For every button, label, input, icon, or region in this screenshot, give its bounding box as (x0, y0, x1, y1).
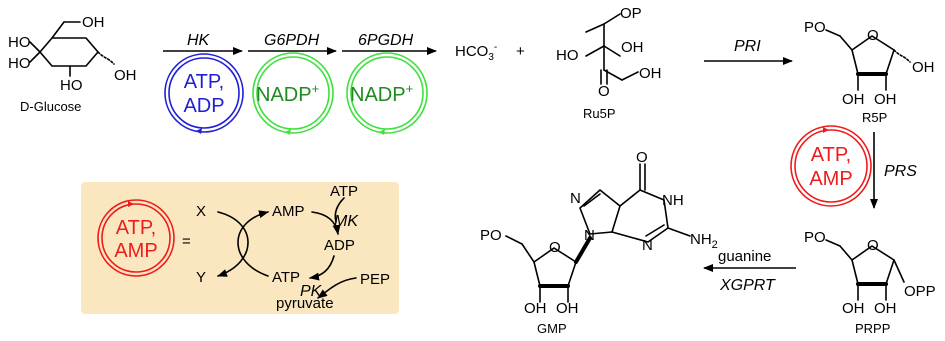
gmp-nh-label: NH (662, 192, 684, 209)
bicarbonate-label: HCO3- (455, 42, 497, 63)
enzyme-hk: HK (187, 32, 211, 49)
prpp-oh-b-label: OH (874, 300, 897, 317)
enzyme-pri: PRI (734, 38, 761, 55)
enzyme-xgprt: XGPRT (719, 277, 776, 294)
enzyme-6pgdh: 6PGDH (358, 32, 414, 49)
prpp-opp-label: OPP (904, 283, 936, 300)
gmp-po-label: PO (480, 227, 502, 244)
gmp-ring-o-label: O (549, 239, 561, 256)
cofactor-atp-label: ATP, (184, 71, 224, 93)
enzyme-prs: PRS (884, 163, 917, 180)
glucose-structure: OH HO HO HO OH D-Glucose (8, 14, 137, 114)
legend-amp-node: AMP (272, 203, 305, 220)
glucose-name: D-Glucose (20, 99, 81, 114)
legend-adp-node: ADP (324, 237, 355, 254)
ru5p-ho-label: HO (556, 47, 579, 64)
prpp-po-label: PO (804, 229, 826, 246)
gmp-n9-label: N (584, 227, 595, 244)
cofactor-nadp-2-label: NADP+ (350, 81, 413, 106)
cofactor-nadp-1-label: NADP+ (256, 81, 319, 106)
ru5p-oh-right-label: OH (621, 39, 644, 56)
cofactor-amp-prs-label: AMP (809, 168, 852, 190)
gmp-oh-b-label: OH (556, 300, 579, 317)
regeneration-legend: ATP, AMP = X Y AMP ATP ADP ATP MK PK PEP… (81, 182, 399, 314)
legend-amp-label: AMP (114, 240, 157, 262)
glucose-ho-bottom-label: HO (60, 77, 83, 94)
prpp-structure: PO O OPP OH OH PRPP (804, 229, 936, 336)
plus-sign: + (516, 43, 525, 60)
gmp-n3-label: N (642, 237, 653, 254)
r5p-name: R5P (862, 110, 887, 125)
ru5p-structure: OP HO OH O OH Ru5P (556, 5, 662, 121)
gmp-carbonyl-o-label: O (636, 149, 648, 166)
guanine-label: guanine (718, 248, 771, 265)
legend-atp-top-label: ATP (330, 183, 358, 200)
r5p-oh-right-label: OH (912, 59, 935, 76)
enzyme-g6pdh: G6PDH (264, 32, 320, 49)
glucose-oh-top-label: OH (82, 14, 105, 31)
r5p-ring-o-label: O (867, 27, 879, 44)
prpp-oh-a-label: OH (842, 300, 865, 317)
glucose-ho-left-down-label: HO (8, 55, 31, 72)
prpp-ring-o-label: O (867, 237, 879, 254)
nadp-cycle-2-icon (346, 52, 428, 135)
gmp-name: GMP (537, 321, 567, 336)
gmp-n7-label: N (570, 190, 581, 207)
cofactor-atp-prs-label: ATP, (811, 144, 851, 166)
gmp-oh-a-label: OH (524, 300, 547, 317)
ru5p-name: Ru5P (583, 106, 616, 121)
legend-enzyme-mk: MK (334, 213, 359, 230)
ru5p-oh-bottom-label: OH (639, 65, 662, 82)
gmp-structure: PO O OH OH O NH NH2 N N N GMP (480, 149, 718, 336)
glucose-ho-left-up-label: HO (8, 34, 31, 51)
legend-mk-arrow (311, 211, 341, 235)
legend-pk-arrow (309, 255, 335, 281)
r5p-structure: PO O OH OH OH R5P (804, 19, 935, 125)
prpp-name: PRPP (855, 321, 890, 336)
ru5p-keto-o-label: O (598, 83, 610, 100)
legend-y-label: Y (196, 269, 206, 286)
atp-adp-cycle-icon (164, 53, 244, 134)
gmp-nh2-label: NH2 (690, 231, 718, 251)
ru5p-op-label: OP (620, 5, 642, 22)
legend-x-label: X (196, 203, 206, 220)
legend-pep-to-pyruvate-arrow (317, 277, 357, 299)
legend-pyruvate-label: pyruvate (276, 295, 334, 312)
nadp-cycle-1-icon (252, 52, 334, 135)
r5p-po-label: PO (804, 19, 826, 36)
legend-pep-label: PEP (360, 271, 390, 288)
glucose-oh-anomeric-label: OH (114, 67, 137, 84)
legend-mk-atp-input (334, 197, 345, 223)
r5p-oh-a-label: OH (842, 91, 865, 108)
legend-enzyme-pk: PK (300, 283, 323, 300)
cofactor-adp-label: ADP (183, 95, 224, 117)
legend-atp-node: ATP (272, 269, 300, 286)
r5p-oh-b-label: OH (874, 91, 897, 108)
atp-amp-cycle-icon (790, 125, 872, 207)
legend-x-to-y-arrow (217, 211, 249, 277)
legend-atp-to-amp-arrow (237, 210, 269, 277)
legend-atp-amp-cycle-icon (97, 199, 175, 277)
legend-equals: = (182, 233, 191, 250)
legend-atp-label: ATP, (116, 217, 156, 239)
